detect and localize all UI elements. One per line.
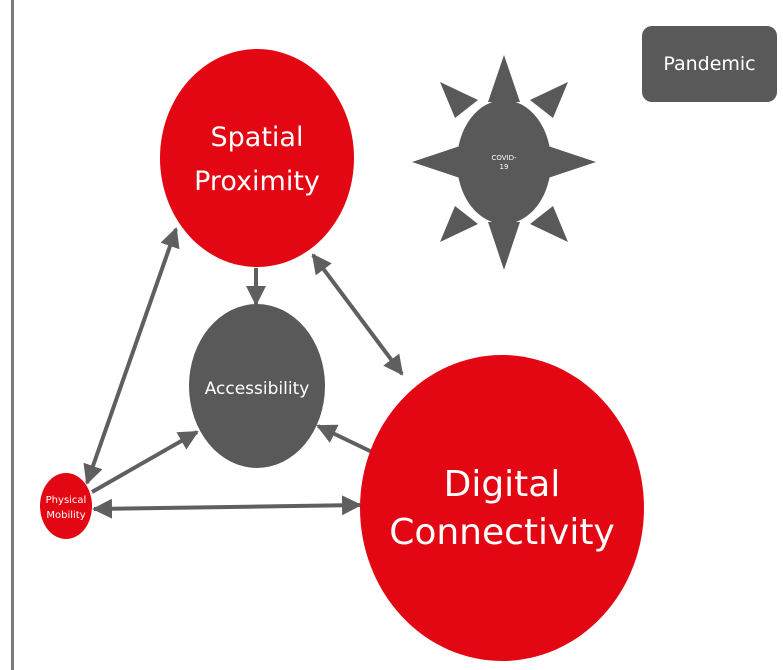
covid-label-line1: COVID- bbox=[491, 154, 517, 162]
arrow-spatial-physical bbox=[83, 227, 180, 485]
accessibility-label: Accessibility bbox=[205, 379, 310, 399]
accessibility-node: Accessibility bbox=[189, 304, 325, 468]
covid-label-line2: 19 bbox=[500, 163, 509, 171]
physical-mobility-label-line2: Mobility bbox=[46, 510, 85, 521]
arrow-physical-digital bbox=[92, 495, 362, 519]
pandemic-label: Pandemic bbox=[663, 53, 756, 75]
covid-sun-icon: COVID- 19 bbox=[412, 55, 596, 270]
sun-ray-bottom bbox=[488, 222, 520, 270]
pandemic-badge: Pandemic bbox=[642, 26, 777, 102]
spatial-proximity-label-line2: Proximity bbox=[194, 166, 320, 197]
physical-mobility-node: Physical Mobility bbox=[40, 473, 92, 539]
digital-connectivity-label-line2: Connectivity bbox=[389, 512, 615, 553]
sun-ray-top-right bbox=[530, 82, 568, 118]
sun-ray-top bbox=[488, 55, 520, 102]
digital-connectivity-label-line1: Digital bbox=[444, 464, 561, 505]
physical-mobility-label-line1: Physical bbox=[46, 495, 87, 506]
connection-arrows bbox=[83, 227, 404, 519]
digital-connectivity-node: Digital Connectivity bbox=[360, 355, 644, 661]
arrow-digital-to-accessibility bbox=[316, 424, 373, 454]
sun-ray-top-left bbox=[440, 82, 478, 118]
arrow-spatial-digital bbox=[311, 253, 404, 376]
covid-node bbox=[457, 100, 551, 224]
sun-ray-right bbox=[548, 146, 596, 178]
spatial-proximity-label-line1: Spatial bbox=[211, 122, 304, 153]
spatial-proximity-node: Spatial Proximity bbox=[160, 49, 354, 267]
arrow-physical-to-accessibility bbox=[91, 430, 199, 494]
sun-ray-bottom-right bbox=[530, 206, 568, 242]
sun-ray-left bbox=[412, 146, 460, 178]
left-border-line bbox=[11, 0, 14, 670]
sun-ray-bottom-left bbox=[440, 206, 478, 242]
